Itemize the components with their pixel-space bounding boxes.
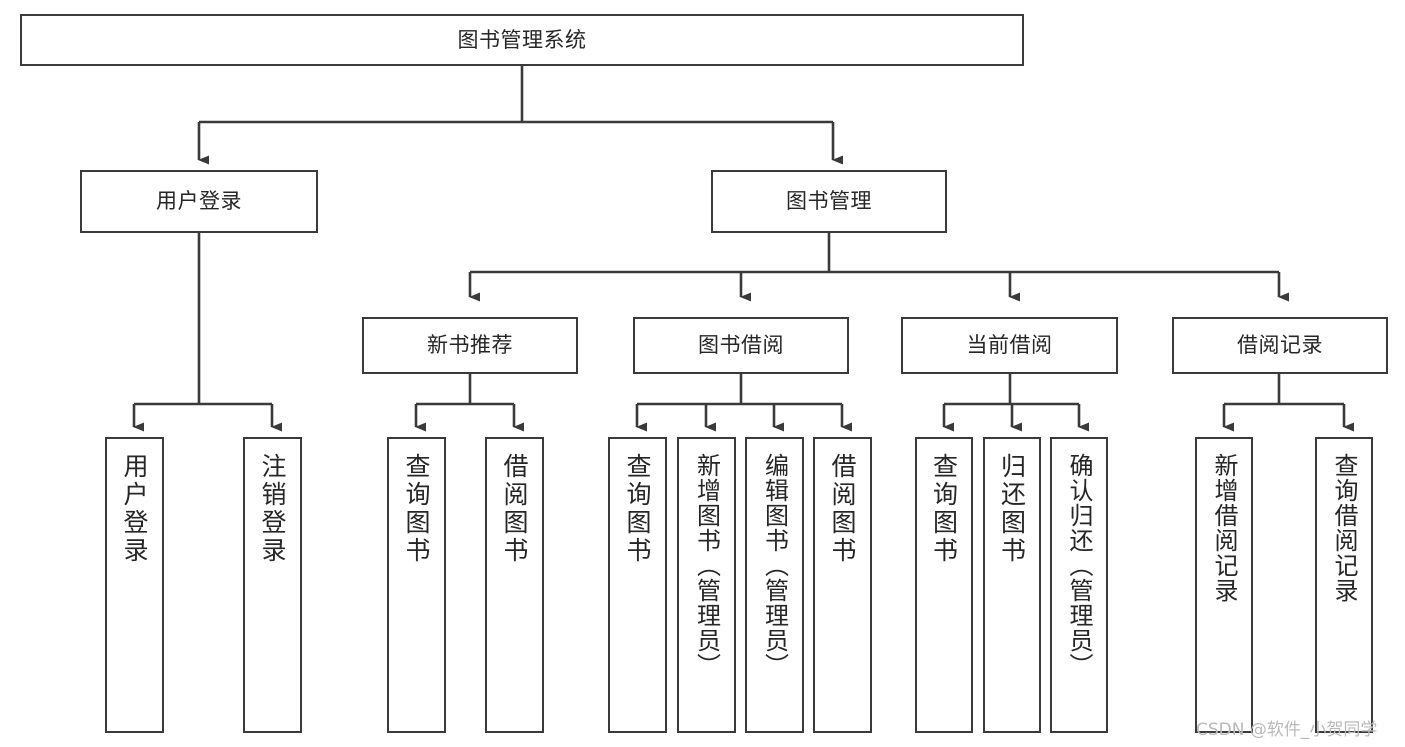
node-label: 编辑图书（管理员） — [760, 453, 789, 678]
node-book-management[interactable]: 图书管理 — [711, 170, 947, 233]
node-label: 借阅图书 — [500, 453, 529, 565]
node-label: 查询图书 — [623, 453, 652, 565]
node-label: 图书管理 — [786, 189, 872, 214]
node-user-login[interactable]: 用户登录 — [80, 170, 318, 233]
leaf-user-login-logout[interactable]: 注销登录 — [243, 437, 302, 733]
node-label: 确认归还（管理员） — [1065, 453, 1093, 678]
leaf-borrow-borrow-book[interactable]: 借阅图书 — [813, 437, 872, 733]
leaf-borrow-add-book-admin[interactable]: 新增图书（管理员） — [677, 437, 736, 733]
leaf-current-query-book[interactable]: 查询图书 — [915, 437, 973, 733]
leaf-record-query-record[interactable]: 查询借阅记录 — [1315, 437, 1373, 733]
node-root-system[interactable]: 图书管理系统 — [20, 14, 1024, 66]
leaf-current-return-book[interactable]: 归还图书 — [983, 437, 1041, 733]
node-label: 查询借阅记录 — [1330, 453, 1358, 603]
node-label: 借阅记录 — [1237, 333, 1323, 358]
node-book-borrow[interactable]: 图书借阅 — [633, 317, 849, 374]
node-label: 借阅图书 — [828, 453, 857, 565]
node-label: 查询图书 — [402, 453, 431, 565]
node-new-book-recommend[interactable]: 新书推荐 — [362, 317, 578, 374]
node-label: 当前借阅 — [966, 333, 1053, 358]
watermark-text: CSDN @软件_小贺同学 — [1196, 720, 1378, 740]
node-label: 用户登录 — [156, 189, 242, 214]
leaf-record-add-record[interactable]: 新增借阅记录 — [1195, 437, 1253, 733]
leaf-user-login-login[interactable]: 用户登录 — [105, 437, 164, 733]
leaf-recommend-borrow-book[interactable]: 借阅图书 — [485, 437, 544, 733]
node-label: 新增借阅记录 — [1210, 453, 1238, 603]
node-label: 注销登录 — [258, 453, 287, 565]
node-borrow-record[interactable]: 借阅记录 — [1172, 317, 1388, 374]
node-label: 新书推荐 — [427, 333, 513, 358]
node-label: 图书管理系统 — [457, 27, 587, 52]
leaf-current-confirm-return-admin[interactable]: 确认归还（管理员） — [1050, 437, 1108, 733]
node-label: 新增图书（管理员） — [692, 453, 721, 678]
node-label: 查询图书 — [929, 453, 959, 565]
node-label: 图书借阅 — [698, 333, 784, 358]
node-current-borrow[interactable]: 当前借阅 — [901, 317, 1118, 374]
leaf-recommend-query-book[interactable]: 查询图书 — [387, 437, 446, 733]
leaf-borrow-edit-book-admin[interactable]: 编辑图书（管理员） — [745, 437, 804, 733]
leaf-borrow-query-book[interactable]: 查询图书 — [608, 437, 667, 733]
node-label: 用户登录 — [120, 453, 149, 565]
node-label: 归还图书 — [997, 453, 1027, 565]
